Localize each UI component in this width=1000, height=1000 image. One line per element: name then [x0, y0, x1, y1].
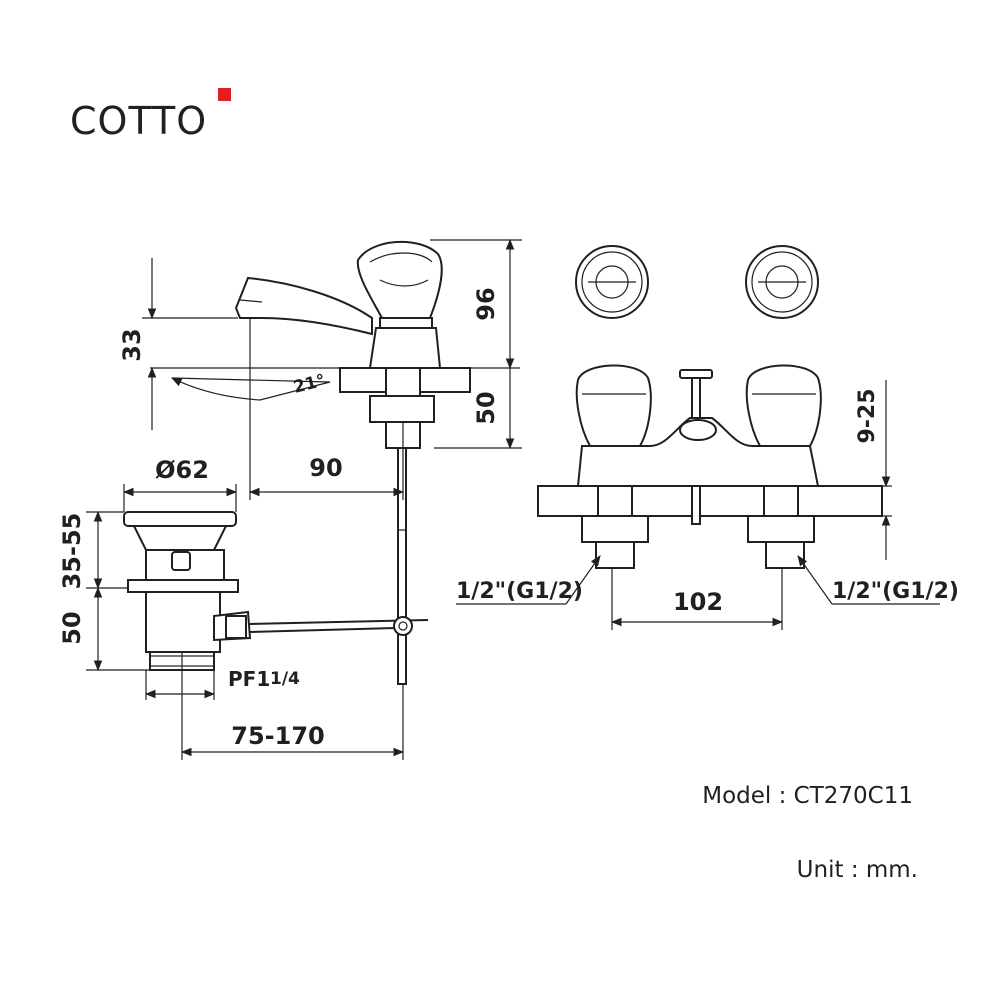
faucet-side-view: 21° 33 96 50 90	[118, 238, 522, 685]
logo-text: COTTO	[70, 99, 207, 143]
pop-up-drain: Ø62 35-55 50 PF1 1/4 75-170	[58, 456, 429, 760]
cotto-logo: COTTO	[70, 88, 231, 143]
model-value: CT270C11	[793, 783, 913, 809]
spout-angle-label: 21°	[291, 371, 327, 398]
base-height-label: 50	[472, 391, 500, 424]
spout-reach-label: 90	[309, 454, 342, 482]
unit-value: mm.	[865, 857, 918, 883]
unit-label: Unit	[796, 857, 844, 883]
centers-label: 102	[673, 588, 723, 616]
handles-top-view	[575, 245, 819, 319]
unit-line: Unit : mm.	[797, 857, 918, 883]
inlet-right-label: 1/2"(G1/2)	[832, 579, 959, 604]
faucet-front-view: 102 9-25 1/2"(G1/2) 1/2"(G1/2)	[456, 364, 959, 630]
drain-thread-label: PF1	[228, 667, 270, 691]
model-separator: :	[778, 783, 787, 809]
unit-separator: :	[850, 857, 859, 883]
deck-thickness-label: 9-25	[855, 388, 880, 443]
drain-top-range-label: 35-55	[58, 513, 86, 590]
drain-diameter-label: Ø62	[155, 456, 209, 484]
spout-height-label: 33	[118, 328, 146, 361]
rod-range-label: 75-170	[231, 722, 324, 750]
inlet-left-label: 1/2"(G1/2)	[456, 579, 583, 604]
drain-body-height-label: 50	[58, 611, 86, 644]
logo-red-square	[218, 88, 231, 101]
model-line: Model : CT270C11	[702, 783, 913, 809]
handle-height-label: 96	[472, 287, 500, 320]
model-label: Model	[702, 783, 772, 809]
drain-thread-fraction: 1/4	[270, 669, 300, 689]
